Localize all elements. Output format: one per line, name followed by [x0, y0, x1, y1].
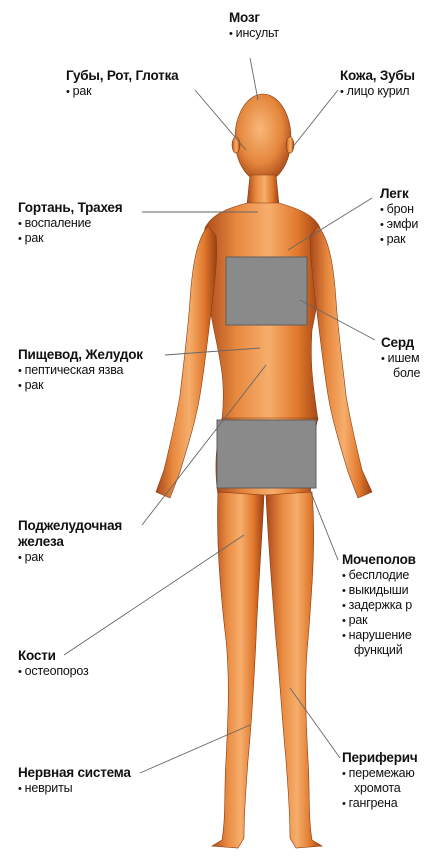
callout-larynx-item: рак	[18, 231, 122, 246]
leader-lines	[64, 58, 375, 773]
callout-lungs-item: рак	[380, 232, 418, 247]
callout-skin-title: Кожа, Зубы	[340, 68, 415, 84]
callout-urogenital-item: выкидыши	[342, 583, 416, 598]
callout-skin-item: лицо курил	[340, 84, 415, 99]
censor-block-groin	[217, 420, 316, 488]
censor-block-chest	[226, 257, 307, 325]
callout-pancreas: Поджелудочная железа рак	[18, 518, 122, 565]
callout-brain-item: инсульт	[229, 26, 279, 41]
callout-bones-item: остеопороз	[18, 664, 89, 679]
callout-urogenital-item: задержка р	[342, 598, 416, 613]
callout-urogenital-item: бесплодие	[342, 568, 416, 583]
callout-lips-item: рак	[66, 84, 178, 99]
callout-peripheral-item: перемежаю	[342, 766, 417, 781]
callout-pancreas-title-2: железа	[18, 534, 122, 550]
callout-skin: Кожа, Зубы лицо курил	[340, 68, 415, 99]
callout-urogenital-item: рак	[342, 613, 416, 628]
callout-larynx: Гортань, Трахея воспаление рак	[18, 200, 122, 246]
callout-bones: Кости остеопороз	[18, 648, 89, 679]
callout-lungs-item: эмфи	[380, 217, 418, 232]
callout-pancreas-title-1: Поджелудочная	[18, 518, 122, 534]
leader-brain	[250, 58, 258, 100]
head	[235, 94, 291, 182]
callout-larynx-title: Гортань, Трахея	[18, 200, 122, 216]
callout-esophagus-item: рак	[18, 378, 143, 393]
callout-heart-item: ишем	[381, 351, 420, 366]
callout-peripheral-title: Периферич	[342, 750, 417, 766]
callout-pancreas-item: рак	[18, 550, 122, 565]
callout-lungs-title: Легк	[380, 186, 418, 202]
callout-nervous-title: Нервная система	[18, 765, 131, 781]
callout-bones-title: Кости	[18, 648, 89, 664]
callout-brain-title: Мозг	[229, 10, 279, 26]
callout-esophagus-item: пептическая язва	[18, 363, 143, 378]
callout-brain: Мозг инсульт	[229, 10, 279, 41]
callout-urogenital-item: функций	[342, 643, 416, 658]
callout-lungs: Легк брон эмфи рак	[380, 186, 418, 247]
left-arm	[156, 226, 217, 498]
callout-urogenital-item: нарушение	[342, 628, 416, 643]
leader-skin	[292, 90, 338, 148]
callout-esophagus-title: Пищевод, Желудок	[18, 347, 143, 363]
callout-larynx-item: воспаление	[18, 216, 122, 231]
right-leg	[266, 492, 322, 848]
left-leg	[212, 492, 264, 848]
callout-heart-title: Серд	[381, 335, 420, 351]
callout-nervous-item: невриты	[18, 781, 131, 796]
callout-nervous: Нервная система невриты	[18, 765, 131, 796]
callout-lips: Губы, Рот, Глотка рак	[66, 68, 178, 99]
callout-lungs-item: брон	[380, 202, 418, 217]
neck	[247, 175, 279, 205]
callout-urogenital-title: Мочеполов	[342, 552, 416, 568]
callout-peripheral: Периферич перемежаю хромота гангрена	[342, 750, 417, 811]
leader-urogenital	[310, 490, 338, 560]
callout-lips-title: Губы, Рот, Глотка	[66, 68, 178, 84]
callout-peripheral-item: гангрена	[342, 796, 417, 811]
callout-esophagus: Пищевод, Желудок пептическая язва рак	[18, 347, 143, 393]
callout-heart-item: боле	[381, 366, 420, 381]
callout-peripheral-item: хромота	[342, 781, 417, 796]
right-arm	[310, 226, 372, 498]
callout-urogenital: Мочеполов бесплодие выкидыши задержка р …	[342, 552, 416, 658]
callout-heart: Серд ишем боле	[381, 335, 420, 381]
